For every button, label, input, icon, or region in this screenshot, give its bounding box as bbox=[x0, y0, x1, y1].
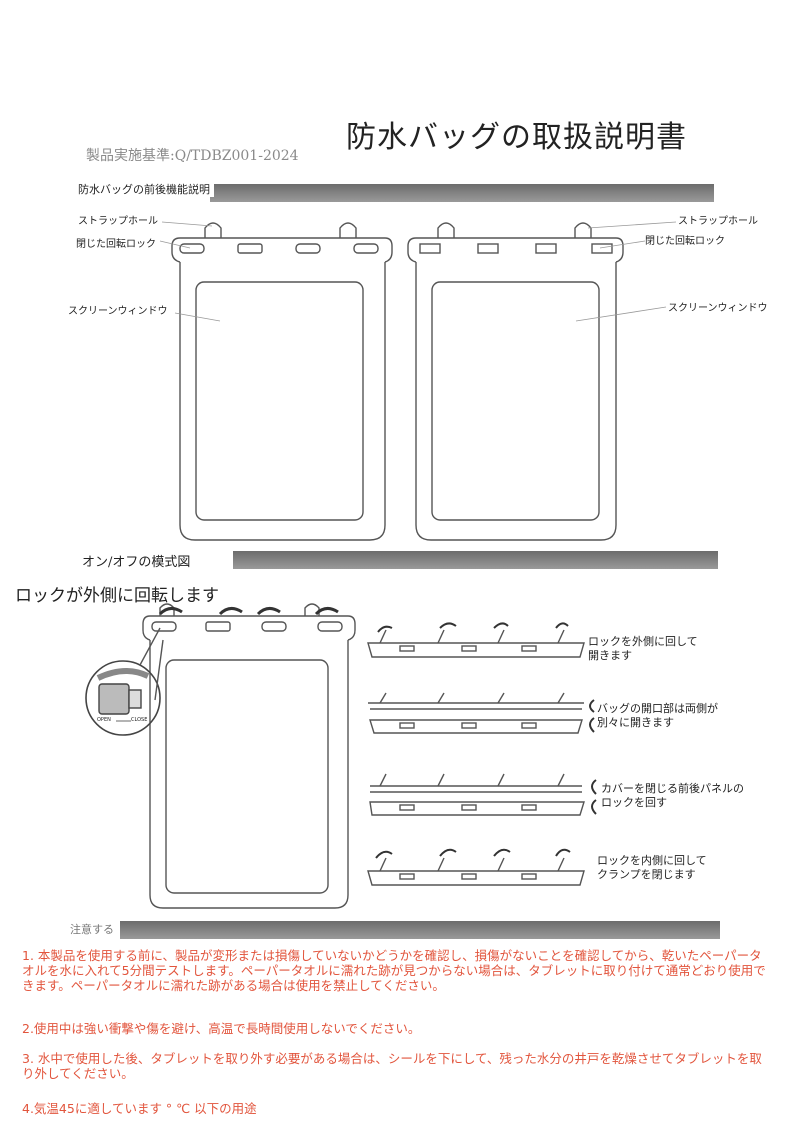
step2-label-line2: 別々に開きます bbox=[597, 716, 674, 729]
step4-label-line1: ロックを内側に回して bbox=[597, 854, 707, 867]
knob-close-label: CLOSE bbox=[131, 717, 148, 723]
note-2: 2.使用中は強い衝撃や傷を避け、高温で長時間使用しないでください。 bbox=[22, 1021, 421, 1036]
label-closed-lock-right: 閉じた回転ロック bbox=[645, 236, 725, 247]
section-bar-1 bbox=[210, 184, 714, 202]
page-title: 防水バッグの取扱説明書 bbox=[346, 120, 687, 155]
label-closed-lock-left: 閉じた回転ロック bbox=[76, 239, 156, 250]
knob-open-label: OPEN bbox=[97, 717, 111, 723]
label-screen-window-left: スクリーンウィンドウ bbox=[68, 306, 168, 317]
step1-label-line2: 開きます bbox=[588, 649, 632, 662]
step3-label-line2: ロックを回す bbox=[601, 796, 667, 809]
step3-label-line1: カバーを閉じる前後パネルの bbox=[601, 782, 744, 795]
label-strap-hole-left: ストラップホール bbox=[78, 216, 158, 227]
front-bag-drawing bbox=[171, 222, 393, 541]
label-screen-window-right: スクリーンウィンドウ bbox=[668, 303, 768, 314]
open-close-bag-drawing bbox=[85, 603, 356, 909]
step4-label-line2: クランプを閉じます bbox=[597, 868, 696, 881]
back-bag-drawing bbox=[407, 222, 624, 541]
label-strap-hole-right: ストラップホール bbox=[678, 216, 758, 227]
note-1: 1. 本製品を使用する前に、製品が変形または損傷していないかどうかを確認し、損傷… bbox=[22, 948, 766, 993]
product-standard: 製品実施基準:Q/TDBZ001-2024 bbox=[86, 148, 299, 164]
section2-heading: オン/オフの模式図 bbox=[82, 551, 195, 570]
section-bar-3 bbox=[120, 921, 720, 939]
lock-step-diagrams bbox=[367, 622, 597, 886]
section2-subheading: ロックが外側に回転します bbox=[15, 586, 219, 606]
section-bar-2 bbox=[233, 551, 718, 569]
step1-label-line1: ロックを外側に回して bbox=[588, 635, 698, 648]
step2-label-line1: バッグの開口部は両側が bbox=[597, 702, 718, 715]
section3-heading: 注意する bbox=[70, 921, 118, 937]
note-3: 3. 水中で使用した後、タブレットを取り外す必要がある場合は、シールを下にして、… bbox=[22, 1051, 762, 1081]
section1-heading: 防水バッグの前後機能説明 bbox=[78, 181, 214, 197]
note-4: 4.気温45に適しています ° ℃ 以下の用途 bbox=[22, 1101, 257, 1116]
